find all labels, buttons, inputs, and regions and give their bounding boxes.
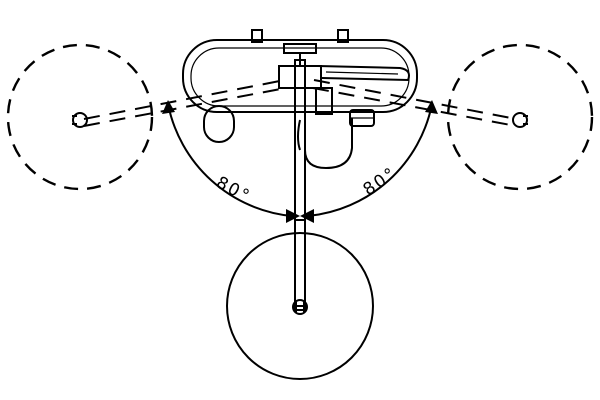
bottom-hub-detail	[295, 302, 305, 312]
housing	[182, 29, 418, 170]
coupling-left-edge	[297, 119, 301, 151]
left-arc-arrowhead	[162, 100, 175, 114]
right-angle-label: 80°	[360, 163, 401, 200]
coupling-body	[304, 112, 353, 170]
right-ghost-rod-bottom	[312, 87, 517, 127]
bottom-wheel-position	[226, 219, 374, 380]
right-ghost-hub-detail	[523, 115, 528, 125]
right-top-pin	[337, 29, 349, 43]
rod-lower	[294, 219, 306, 307]
right-arc	[307, 103, 433, 217]
right-lever-detail	[325, 71, 399, 75]
center-block	[278, 65, 322, 89]
right-lever	[317, 65, 410, 82]
left-ghost-rod-top	[83, 79, 286, 120]
center-arrowhead-right	[300, 209, 314, 223]
bottom-wheel-hub	[292, 299, 308, 315]
right-swing-position	[312, 43, 594, 191]
center-rod	[294, 59, 306, 311]
housing-body	[182, 39, 418, 113]
right-ghost-hub	[512, 112, 528, 128]
right-ghost-rod-top	[313, 79, 517, 120]
left-ghost-wheel	[6, 43, 154, 191]
spout	[203, 105, 235, 143]
left-angle-label: 80°	[213, 173, 254, 208]
bottom-wheel	[226, 232, 374, 380]
left-ghost-hub-detail	[72, 115, 77, 125]
right-ghost-wheel	[446, 43, 594, 191]
center-arrowhead-left	[286, 209, 300, 223]
left-arc	[167, 103, 293, 217]
left-ghost-rod-bottom	[83, 87, 287, 127]
left-swing-position	[6, 43, 287, 191]
right-arc-arrowhead	[425, 100, 438, 114]
coupling-neck	[315, 87, 333, 115]
left-top-pin	[251, 29, 263, 43]
left-ghost-hub	[72, 112, 88, 128]
rod	[294, 59, 306, 311]
